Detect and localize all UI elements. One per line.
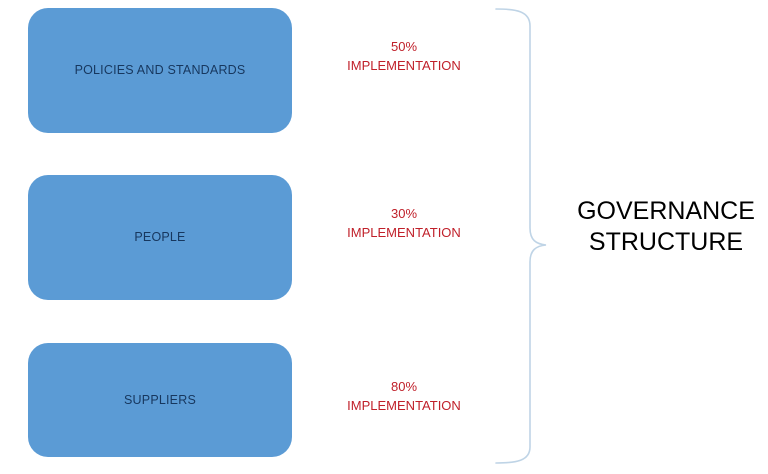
node-label: PEOPLE <box>134 230 186 244</box>
annotation-percent-value: 80% <box>390 379 418 394</box>
annotation-percent-word: IMPLEMENTATION <box>347 57 461 73</box>
annotation-implementation-people: 30% IMPLEMENTATION <box>318 205 490 243</box>
annotation-implementation-policies: 50% IMPLEMENTATION <box>318 38 490 76</box>
annotation-implementation-suppliers: 80% IMPLEMENTATION <box>318 378 490 416</box>
node-box-people[interactable]: PEOPLE <box>28 175 292 300</box>
page-title: GOVERNANCE STRUCTURE <box>566 196 766 257</box>
group-title-line-1: GOVERNANCE <box>577 197 755 225</box>
annotation-percent-value: 50% <box>390 39 418 54</box>
node-label: POLICIES AND STANDARDS <box>74 63 246 77</box>
annotation-percent-word: IMPLEMENTATION <box>347 397 461 413</box>
group-title-line-2: STRUCTURE <box>588 227 744 256</box>
node-box-suppliers[interactable]: SUPPLIERS <box>28 343 292 457</box>
annotation-percent-value: 30% <box>390 206 418 221</box>
node-box-policies-and-standards[interactable]: POLICIES AND STANDARDS <box>28 8 292 133</box>
annotation-percent-word: IMPLEMENTATION <box>347 224 461 240</box>
curly-brace-right-icon <box>495 8 547 464</box>
node-label: SUPPLIERS <box>124 392 196 407</box>
